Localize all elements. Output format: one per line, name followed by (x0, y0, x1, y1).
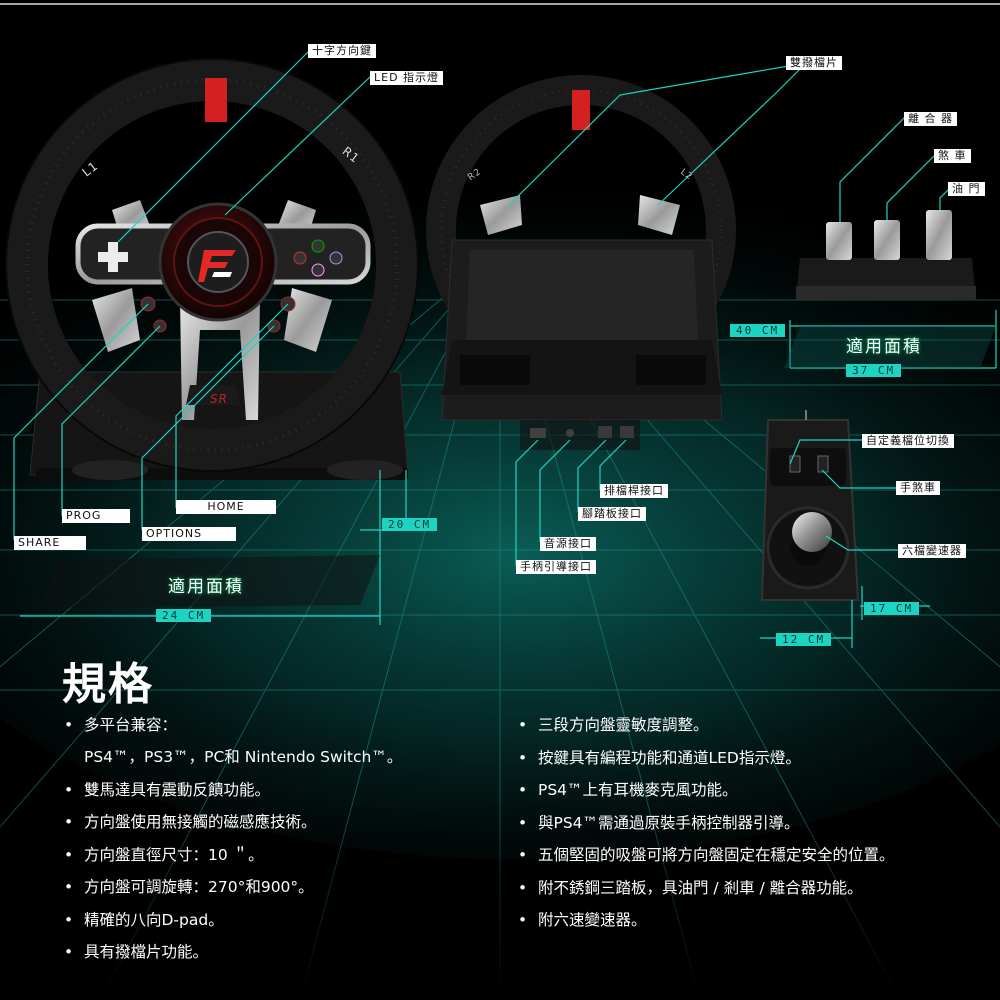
pedal-width-dimension: 40 CM (730, 324, 786, 337)
spec-item: 方向盤可調旋轉：270°和900°。 (62, 878, 402, 897)
wheel-area-label: 適用面積 (168, 577, 244, 597)
shifter-height-dimension: 17 CM (864, 602, 920, 615)
audio-port-callout: 音源接口 (540, 537, 596, 551)
pedal-area-label: 適用面積 (846, 337, 922, 357)
prog-callout: PROG (62, 509, 130, 523)
led-callout: LED 指示燈 (370, 71, 444, 85)
specs-left-list: 多平台兼容：PS4™，PS3™，PC和 Nintendo Switch™。 雙馬… (62, 716, 402, 976)
wheel-logo-text: SR (210, 392, 228, 406)
six-speed-callout: 六檔變速器 (898, 544, 966, 558)
options-callout: OPTIONS (142, 527, 236, 541)
spec-item: 附不銹鋼三踏板，具油門 / 剎車 / 離合器功能。 (516, 879, 895, 898)
custom-switch-callout: 自定義檔位切換 (862, 434, 954, 448)
clutch-callout: 離 合 器 (904, 112, 957, 126)
spec-item: 附六速變速器。 (516, 911, 895, 930)
controller-port-callout: 手柄引導接口 (516, 560, 596, 574)
spec-item: 五個堅固的吸盤可將方向盤固定在穩定安全的位置。 (516, 846, 895, 865)
spec-item: 雙馬達具有震動反饋功能。 (62, 781, 402, 800)
home-callout: HOME (176, 500, 276, 514)
specs-right-list: 三段方向盤靈敏度調整。 按鍵具有編程功能和通道LED指示燈。 PS4™上有耳機麥… (516, 716, 895, 944)
spec-item: 與PS4™需通過原裝手柄控制器引導。 (516, 814, 895, 833)
throttle-callout: 油 門 (948, 182, 985, 196)
spec-item: 方向盤直徑尺寸：10 ＂。 (62, 846, 402, 865)
spec-item: 多平台兼容：PS4™，PS3™，PC和 Nintendo Switch™。 (62, 716, 402, 767)
spec-item: 方向盤使用無接觸的磁感應技術。 (62, 813, 402, 832)
handbrake-callout: 手煞車 (896, 481, 940, 495)
dpad-callout: 十字方向鍵 (308, 44, 376, 58)
pedal-depth-dimension: 37 CM (846, 364, 902, 377)
shifter-width-dimension: 12 CM (776, 633, 832, 646)
spec-item: 按鍵具有編程功能和通道LED指示燈。 (516, 749, 895, 768)
rear-wheel (426, 75, 736, 450)
shifter-port-callout: 排檔桿接口 (600, 484, 668, 498)
spec-item: 具有撥檔片功能。 (62, 943, 402, 962)
pedals (796, 210, 976, 300)
specs-title: 規格 (62, 659, 154, 710)
wheel-depth-dimension: 20 CM (382, 518, 438, 531)
front-wheel (5, 58, 419, 480)
paddles-callout: 雙撥檔片 (786, 56, 842, 70)
wheel-width-dimension: 24 CM (156, 609, 212, 622)
spec-item: 精確的八向D-pad。 (62, 911, 402, 930)
spec-item: PS4™上有耳機麥克風功能。 (516, 781, 895, 800)
share-callout: SHARE (14, 536, 86, 550)
shifter (760, 410, 860, 601)
brake-callout: 煞 車 (934, 149, 971, 163)
pedal-port-callout: 腳踏板接口 (578, 507, 646, 521)
spec-item: 三段方向盤靈敏度調整。 (516, 716, 895, 735)
